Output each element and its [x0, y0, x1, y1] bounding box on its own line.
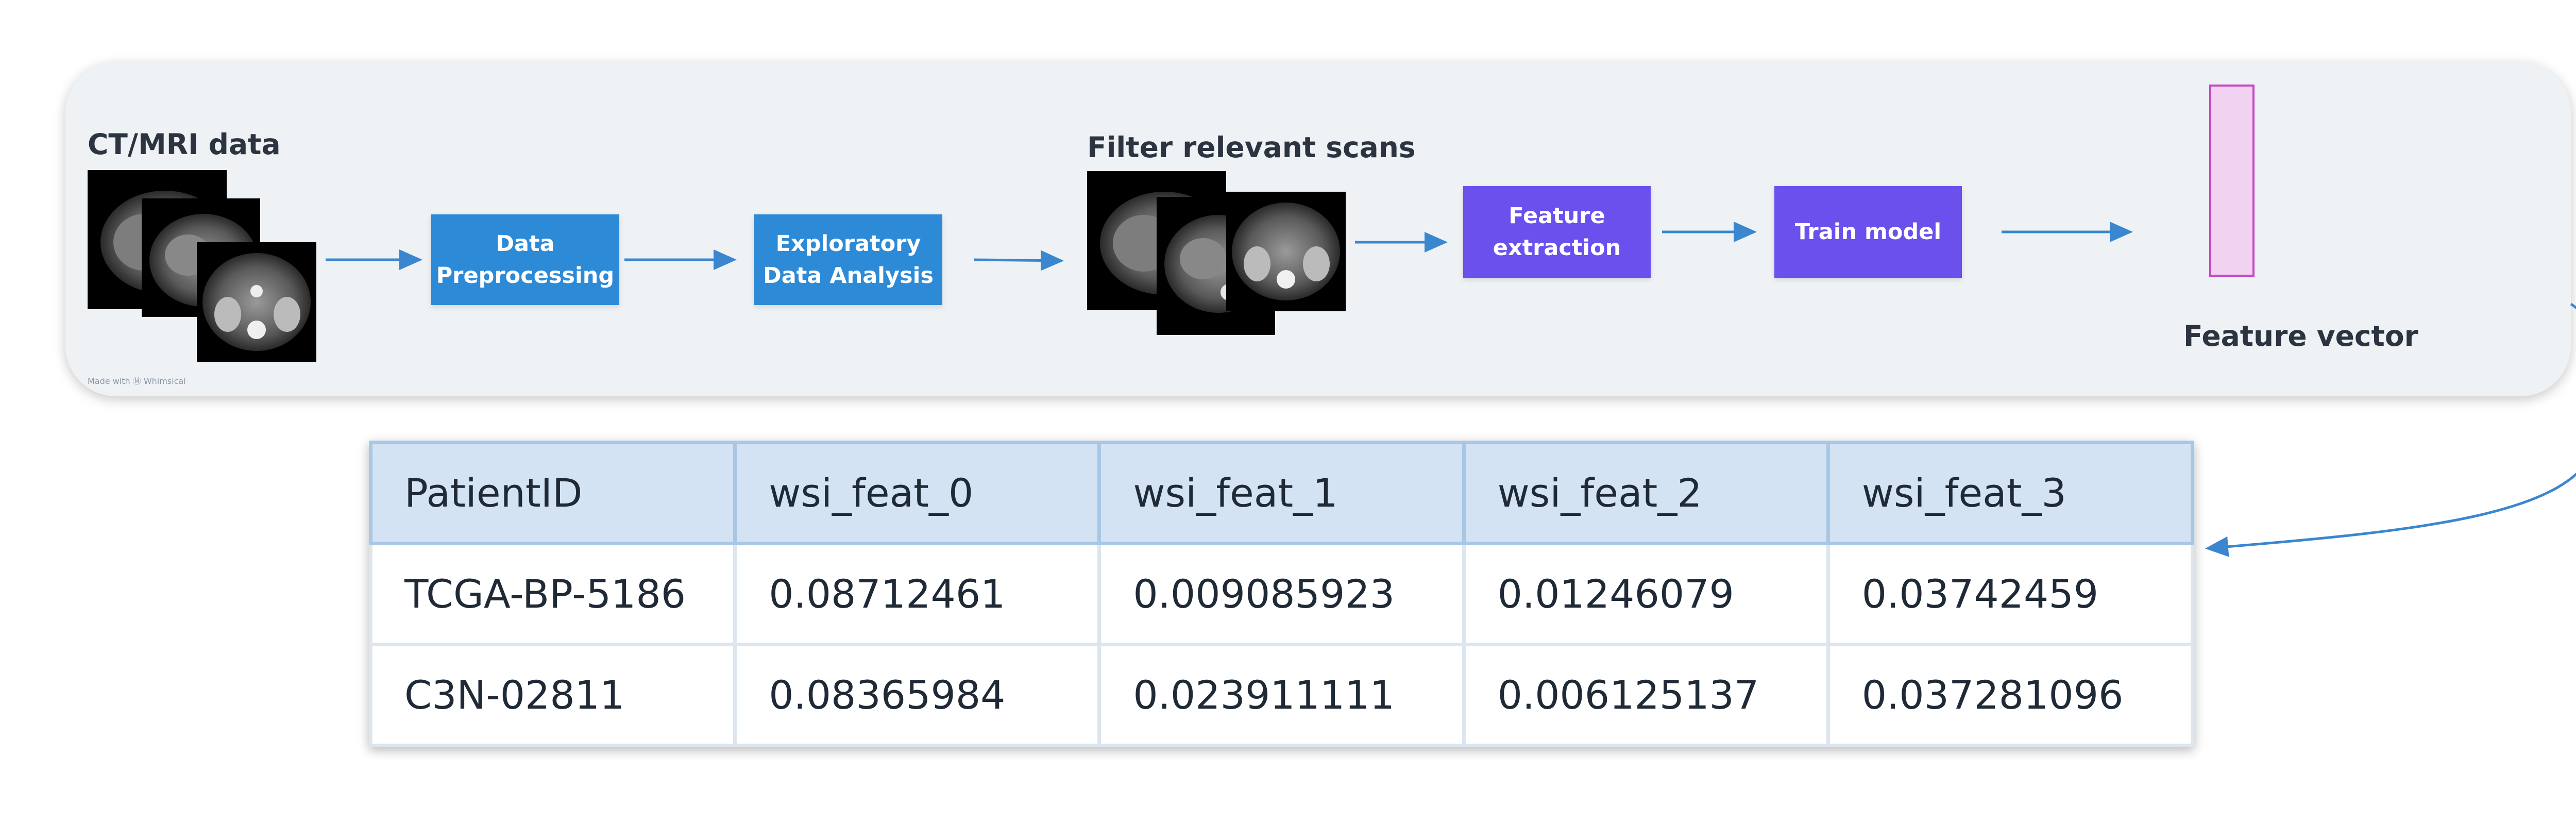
table-cell: 0.03742459 [1826, 542, 2195, 646]
ct-scan-stack-icon [88, 170, 316, 362]
feature-table: PatientID wsi_feat_0 wsi_feat_1 wsi_feat… [368, 441, 2195, 747]
table-header-row: PatientID wsi_feat_0 wsi_feat_1 wsi_feat… [368, 441, 2195, 545]
table-cell: 0.01246079 [1462, 542, 1830, 646]
exploratory-data-analysis-box: Exploratory Data Analysis [754, 214, 942, 305]
table-cell: 0.023911111 [1097, 643, 1466, 747]
column-header: wsi_feat_3 [1826, 441, 2195, 545]
table-cell: TCGA-BP-5186 [368, 542, 737, 646]
table-cell: 0.08712461 [733, 542, 1101, 646]
column-header: wsi_feat_1 [1097, 441, 1466, 545]
feature-extraction-box: Feature extraction [1463, 186, 1651, 278]
table-row: TCGA-BP-5186 0.08712461 0.009085923 0.01… [368, 542, 2195, 646]
filtered-scan-stack-icon [1087, 171, 1346, 335]
filter-relevant-scans-label: Filter relevant scans [1087, 131, 1416, 164]
column-header: PatientID [368, 441, 737, 545]
table-cell: 0.037281096 [1826, 643, 2195, 747]
made-with-whimsical-label: Made with Ⓜ Whimsical [88, 376, 186, 386]
train-model-box: Train model [1774, 186, 1962, 278]
data-preprocessing-box: Data Preprocessing [431, 214, 619, 305]
feature-vector-label: Feature vector [2183, 320, 2418, 353]
arrow-to-filter [973, 250, 1064, 271]
table-cell: 0.009085923 [1097, 542, 1466, 646]
table-cell: 0.006125137 [1462, 643, 1830, 747]
column-header: wsi_feat_2 [1462, 441, 1830, 545]
table-cell: C3N-02811 [368, 643, 737, 747]
table-row: C3N-02811 0.08365984 0.023911111 0.00612… [368, 643, 2195, 747]
table-cell: 0.08365984 [733, 643, 1101, 747]
arrow-vector-to-table [2205, 303, 2576, 557]
ct-mri-data-label: CT/MRI data [88, 128, 281, 161]
feature-vector-bar [2209, 85, 2255, 277]
column-header: wsi_feat_0 [733, 441, 1101, 545]
